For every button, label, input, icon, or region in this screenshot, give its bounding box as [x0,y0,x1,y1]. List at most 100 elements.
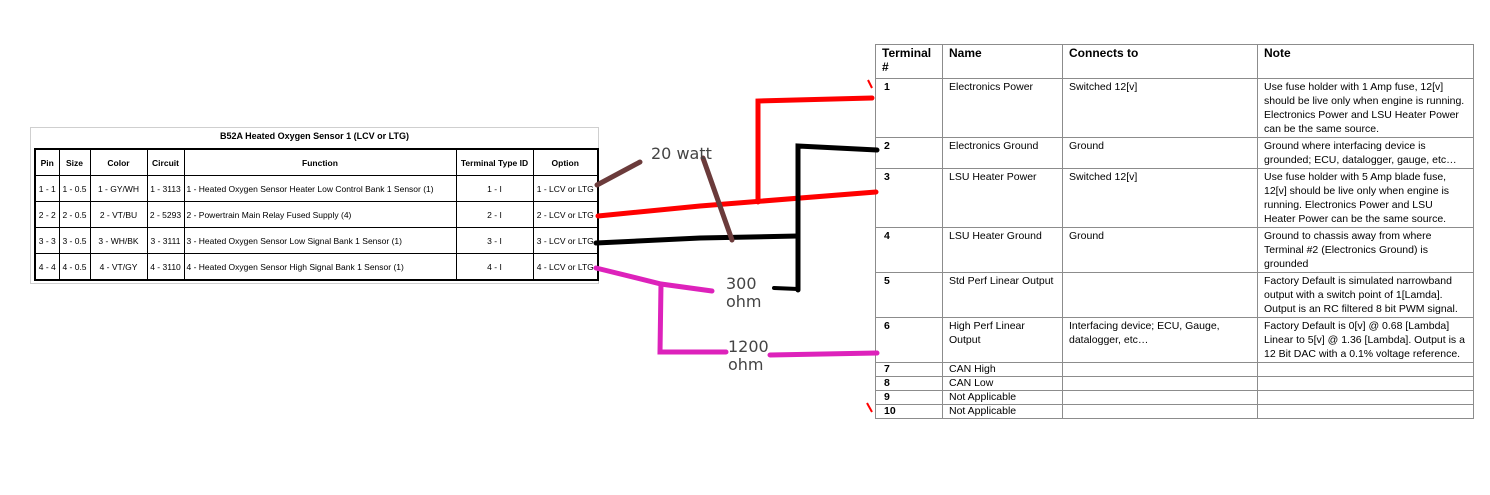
terminal-name: High Perf Linear Output [942,317,1063,363]
terminal-number: 5 [875,272,943,318]
resistor-300-ohm-label: 300 ohm [726,274,762,311]
resistor-1200-ohm-label: 1200 ohm [728,337,769,374]
sensor-cell: 1 - I [455,175,534,202]
sensor-row: 2 - 2 2 - 0.5 2 - VT/BU 2 - 5293 2 - Pow… [34,201,599,228]
sensor-cell: 4 - 0.5 [58,253,91,281]
terminal-note: Factory Default is 0[v] @ 0.68 [Lambda] … [1257,317,1474,363]
sensor-cell: 1 - LCV or LTG [532,175,599,202]
sensor-header-cell: Pin [34,148,60,176]
power-branch-wire [755,95,875,205]
ground-wire [593,233,801,246]
terminal-header-cell: Name [942,44,1063,79]
resistor-lead [594,159,643,188]
terminal-name: LSU Heater Power [942,168,1063,228]
signal-wire [593,265,715,294]
terminal-connects-to: Switched 12[v] [1062,168,1258,228]
resistor-20-watt-label: 20 watt [651,144,712,163]
sensor-cell: 1 - 3113 [146,175,185,202]
terminal-note: Use fuse holder with 1 Amp fuse, 12[v] s… [1257,78,1474,138]
terminal-row: 2 Electronics Ground Ground Ground where… [875,137,1474,169]
sensor-cell: 4 - 3110 [146,253,185,281]
terminal-number: 1 [875,78,943,138]
terminal-connects-to [1062,362,1258,377]
sensor-cell: 1 - 0.5 [58,175,91,202]
sensor-cell: 4 - I [455,253,534,281]
sensor-cell: 3 - 3111 [146,227,185,254]
terminal-header-cell: Connects to [1062,44,1258,79]
terminal-row: 6 High Perf Linear Output Interfacing de… [875,317,1474,363]
sensor-cell: 4 - LCV or LTG [532,253,599,281]
sensor-header-cell: Color [89,148,148,176]
sensor-header-cell: Function [183,148,457,176]
terminal-connects-to: Switched 12[v] [1062,78,1258,138]
sensor-row: 4 - 4 4 - 0.5 4 - VT/GY 4 - 3110 4 - Hea… [34,253,599,281]
sensor-title: B52A Heated Oxygen Sensor 1 (LCV or LTG) [219,131,410,141]
terminal-number: 3 [875,168,943,228]
sensor-row: 3 - 3 3 - 0.5 3 - WH/BK 3 - 3111 3 - Hea… [34,227,599,254]
ground-tail-wire [772,286,800,291]
sensor-header-cell: Size [58,148,91,176]
sensor-cell: 3 - 0.5 [58,227,91,254]
controller-terminal-table: Terminal # Name Connects to Note 1 Elect… [875,44,1474,419]
sensor-cell: 2 - Powertrain Main Relay Fused Supply (… [183,201,457,228]
terminal-connects-to [1062,390,1258,405]
sensor-cell: 1 - 1 [34,175,60,202]
resistor-lead [700,155,735,243]
sensor-cell: 3 - I [455,227,534,254]
terminal-name: Electronics Power [942,78,1063,138]
sensor-row: 1 - 1 1 - 0.5 1 - GY/WH 1 - 3113 1 - Hea… [34,175,599,202]
terminal-name: Std Perf Linear Output [942,272,1063,318]
terminal-header-cell: Note [1257,44,1474,79]
terminal-connects-to [1062,376,1258,391]
terminal-number: 9 [875,390,943,405]
terminal-number: 2 [875,137,943,169]
terminal-connects-to: Ground [1062,137,1258,169]
signal-loop-wire [657,281,729,355]
terminal-row: 3 LSU Heater Power Switched 12[v] Use fu… [875,168,1474,228]
sensor-cell: 4 - 4 [34,253,60,281]
sensor-header-row: Pin Size Color Circuit Function Terminal… [34,148,599,176]
terminal-number: 6 [875,317,943,363]
sensor-cell: 2 - 0.5 [58,201,91,228]
terminal-note [1257,390,1474,405]
sensor-cell: 2 - 2 [34,201,60,228]
terminal-row: 4 LSU Heater Ground Ground Ground to cha… [875,227,1474,273]
terminal-connects-to: Ground [1062,227,1258,273]
sensor-cell: 3 - Heated Oxygen Sensor Low Signal Bank… [183,227,457,254]
mark-tick [866,402,873,413]
terminal-note: Ground to chassis away from where Termin… [1257,227,1474,273]
terminal-connects-to [1062,272,1258,318]
sensor-cell: 2 - I [455,201,534,228]
terminal-note: Use fuse holder with 5 Amp blade fuse, 1… [1257,168,1474,228]
sensor-cell: 3 - LCV or LTG [532,227,599,254]
terminal-name: LSU Heater Ground [942,227,1063,273]
terminal-row: 8 CAN Low [875,376,1474,391]
sensor-cell: 2 - LCV or LTG [532,201,599,228]
sensor-cell: 4 - VT/GY [89,253,148,281]
terminal-row: 7 CAN High [875,362,1474,377]
terminal-note [1257,362,1474,377]
signal-end-wire [767,350,880,358]
sensor-cell: 1 - Heated Oxygen Sensor Heater Low Cont… [183,175,457,202]
sensor-header-cell: Terminal Type ID [455,148,534,176]
terminal-connects-to: Interfacing device; ECU, Gauge, datalogg… [1062,317,1258,363]
power-wire [595,189,879,219]
terminal-name: CAN Low [942,376,1063,391]
terminal-note [1257,376,1474,391]
terminal-note: Ground where interfacing device is groun… [1257,137,1474,169]
sensor-cell: 3 - WH/BK [89,227,148,254]
mark-tick [867,79,873,89]
terminal-note [1257,404,1474,419]
ground-trunk-wire [795,143,880,293]
terminal-header-cell: Terminal # [875,44,943,79]
terminal-name: CAN High [942,362,1063,377]
sensor-header-cell: Option [532,148,599,176]
terminal-note: Factory Default is simulated narrowband … [1257,272,1474,318]
sensor-cell: 3 - 3 [34,227,60,254]
terminal-row: 10 Not Applicable [875,404,1474,419]
sensor-pinout-panel: B52A Heated Oxygen Sensor 1 (LCV or LTG)… [30,127,599,284]
sensor-pinout-table: Pin Size Color Circuit Function Terminal… [34,148,599,281]
terminal-name: Electronics Ground [942,137,1063,169]
terminal-number: 4 [875,227,943,273]
terminal-connects-to [1062,404,1258,419]
